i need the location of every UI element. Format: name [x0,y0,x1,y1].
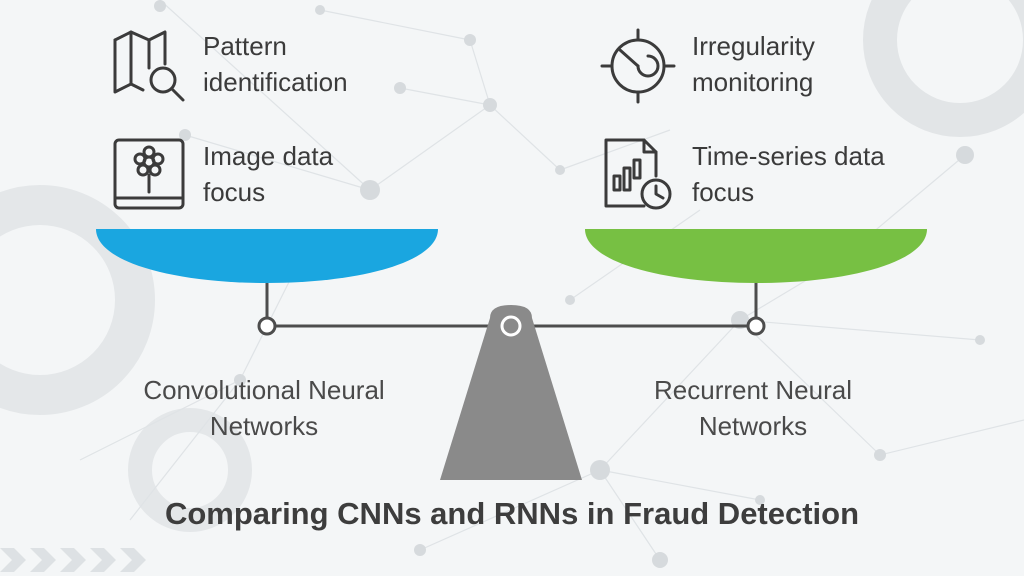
feature-image-data-focus: Image data focus [109,136,443,216]
right-pan [585,229,927,283]
feature-line1: Pattern [203,31,287,61]
fulcrum-pivot [500,315,522,337]
right-pivot [746,316,766,336]
feature-pattern-identification: Pattern identification [109,26,443,106]
feature-line2: identification [203,67,348,97]
rnn-label-line1: Recurrent Neural [654,375,852,405]
feature-time-series-data-focus: Time-series data focus [598,136,952,216]
feature-line2: monitoring [692,67,814,97]
radar-icon [598,26,678,106]
rnn-label: Recurrent Neural Networks [603,372,903,444]
background-gear-right [863,0,1024,137]
fulcrum [440,305,582,480]
document-chart-clock-icon [598,136,678,216]
feature-line1: Irregularity [692,31,815,61]
feature-line2: focus [692,177,755,207]
background-gear-left [0,185,252,532]
feature-line1: Image data [203,141,334,171]
map-search-icon [109,26,189,106]
left-pan [96,229,438,283]
cnn-label-line2: Networks [209,411,319,441]
feature-line1: Time-series data [692,141,885,171]
feature-line2: focus [203,177,266,207]
cnn-label: Convolutional Neural Networks [114,372,414,444]
left-pivot [257,316,277,336]
image-flower-icon [109,136,189,216]
feature-irregularity-monitoring: Irregularity monitoring [598,26,932,106]
rnn-label-line2: Networks [698,411,808,441]
background-chevrons [0,548,146,572]
diagram-title: Comparing CNNs and RNNs in Fraud Detecti… [164,496,860,531]
cnn-label-line1: Convolutional Neural [143,375,385,405]
